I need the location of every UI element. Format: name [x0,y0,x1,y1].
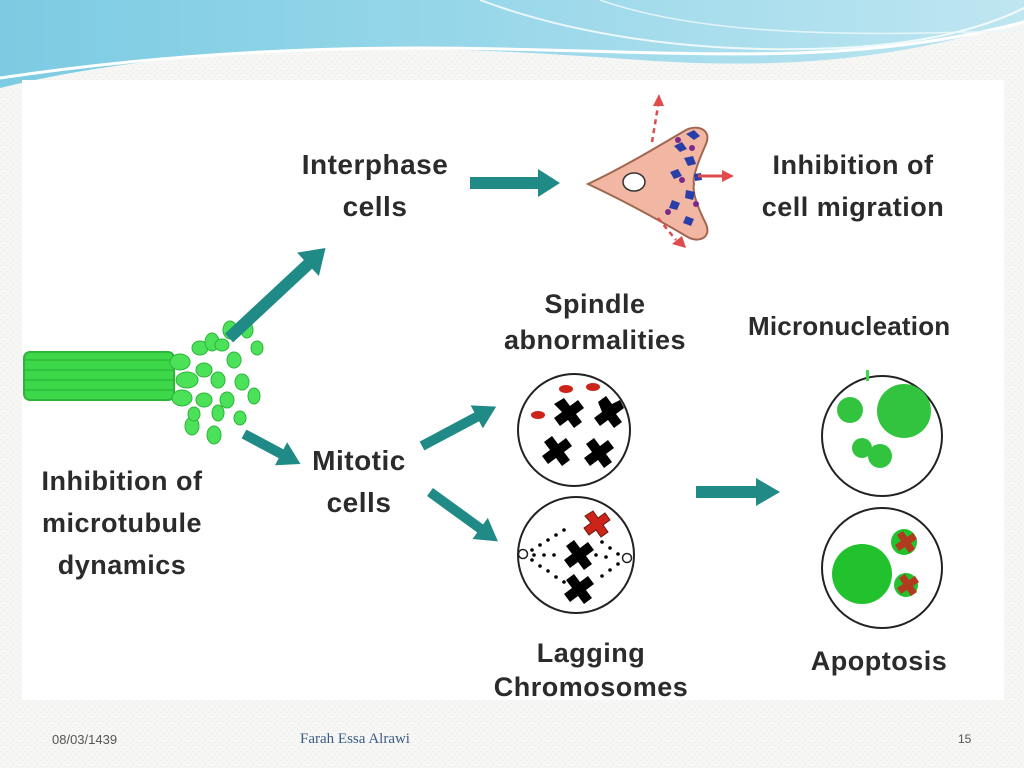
spindle-abnormality-cell-icon [517,373,631,487]
apoptotic-cell-icon [821,507,943,629]
label-spindle-abnormalities: Spindle abnormalities [503,289,687,355]
header-wave-decoration [0,0,1024,88]
arrow-mitotic-to-lagging [427,487,498,542]
label-interphase-cells: Interphase cells [301,149,449,222]
figure-panel: Interphase cells Inhibition of cell migr… [22,80,1004,702]
label-mitotic-cells: Mitotic cells [312,445,406,518]
microtubule-inhibition-diagram [23,94,943,629]
label-micronucleation: Micronucleation [748,311,951,341]
label-inhibition-of-cell-migration: Inhibition of cell migration [761,150,945,222]
arrow-to-interphase [224,247,326,343]
migrating-cell-icon [585,94,734,248]
label-lagging-chromosomes: Lagging Chromosomes [493,638,689,702]
lagging-chromosome-cell-icon [517,496,635,614]
label-inhibition-of-microtubule-dynamics: Inhibition of microtubule dynamics [41,466,203,580]
footer-date: 08/03/1439 [52,732,118,747]
arrow-to-outcomes [696,478,780,506]
footer-page-number: 15 [958,732,972,746]
microtubule-icon [23,320,264,445]
footer-author: Farah Essa Alrawi [300,731,410,747]
arrow-to-mitotic [241,429,301,466]
arrow-interphase-to-migration [470,169,560,197]
micronucleated-cell-icon [821,370,943,497]
label-apoptosis: Apoptosis [810,646,948,676]
arrow-mitotic-to-spindle [419,405,497,451]
